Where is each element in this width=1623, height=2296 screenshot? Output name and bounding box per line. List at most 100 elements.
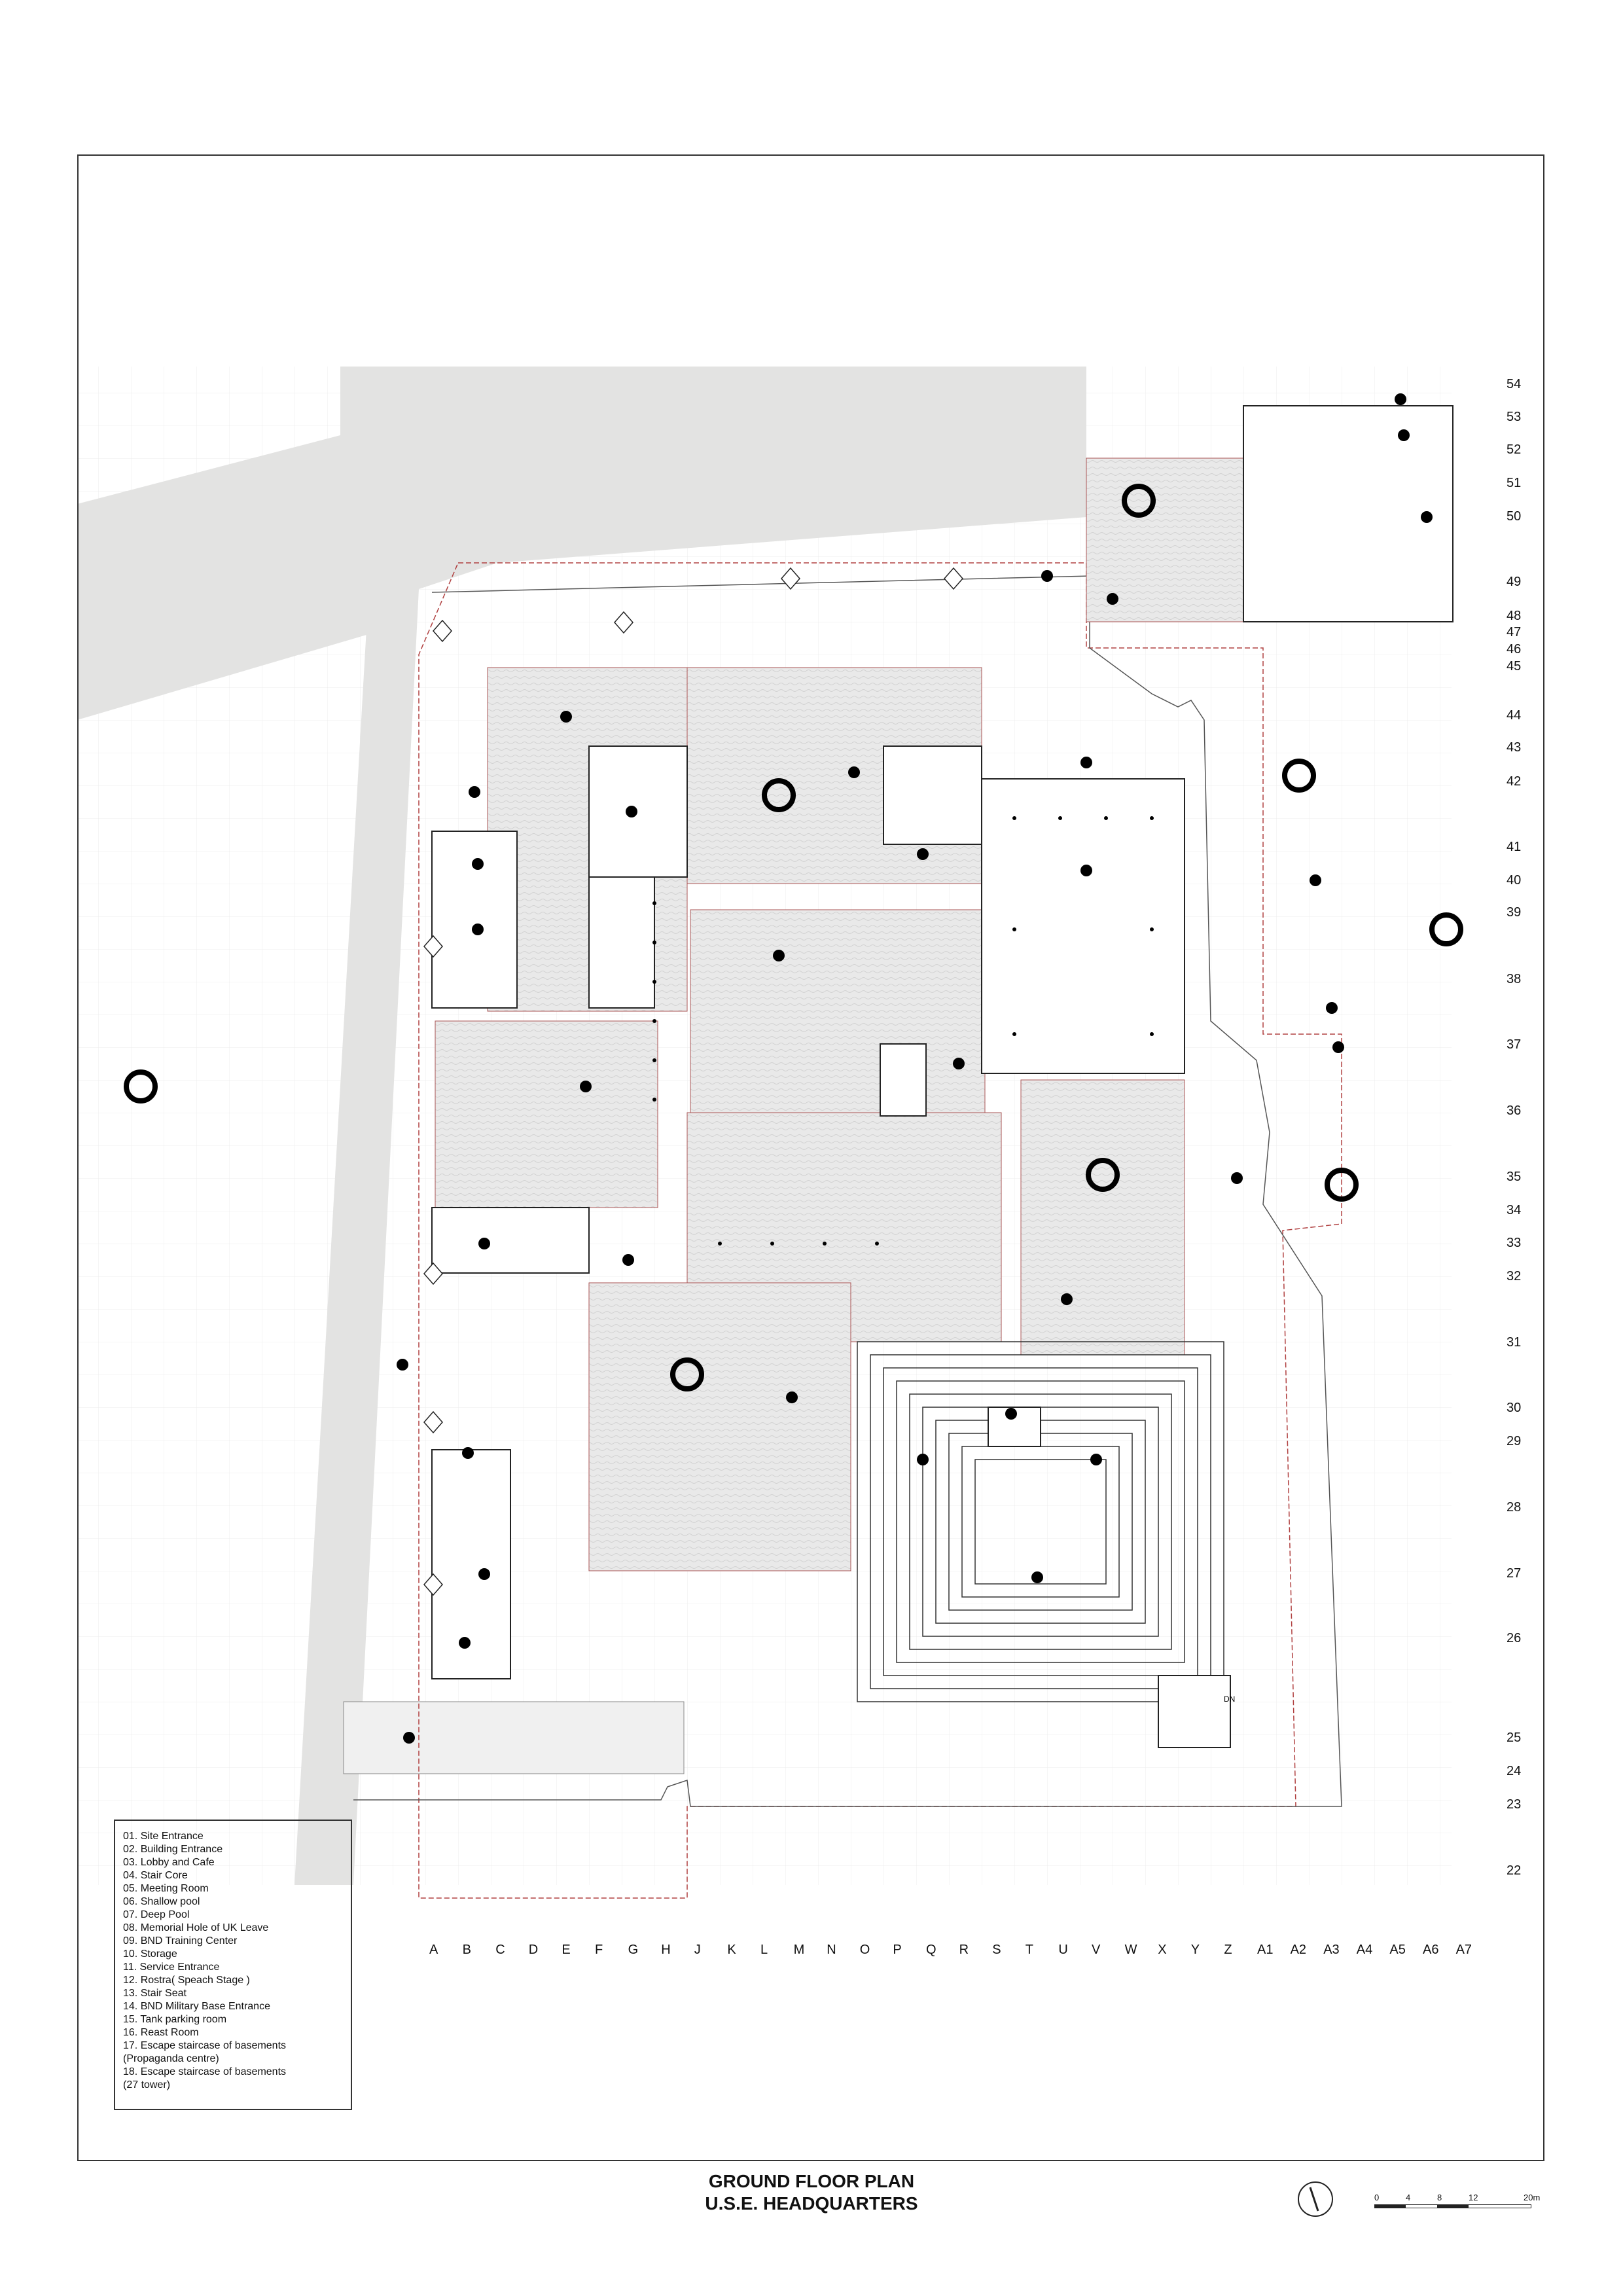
grid-column-label: F xyxy=(595,1943,603,1957)
legend-item: 14. BND Military Base Entrance xyxy=(123,2001,270,2012)
scale-bar-label: 8 xyxy=(1437,2193,1442,2202)
scale-bar-label: 20m xyxy=(1524,2193,1541,2202)
grid-column-label: A4 xyxy=(1356,1943,1373,1957)
grid-column-label: B xyxy=(462,1943,471,1957)
grid-column-label: L xyxy=(760,1943,768,1957)
grid-column-label: D xyxy=(528,1943,539,1957)
legend-item: 11. Service Entrance xyxy=(123,1962,220,1973)
title-line-1: GROUND FLOOR PLAN xyxy=(708,2171,915,2191)
grid-column-label: O xyxy=(859,1943,870,1957)
grid-row-label: 45 xyxy=(1507,659,1522,673)
grid-column-label: J xyxy=(694,1943,701,1957)
road-south xyxy=(343,1701,685,1774)
scale-bar-label: 12 xyxy=(1469,2193,1478,2202)
scale-bar-label: 4 xyxy=(1406,2193,1411,2202)
legend-item: (27 tower) xyxy=(123,2079,171,2090)
grid-column-label: A7 xyxy=(1455,1943,1472,1957)
legend-item: 12. Rostra( Speach Stage ) xyxy=(123,1975,250,1986)
grid-column-label: M xyxy=(793,1943,805,1957)
grid-row-label: 49 xyxy=(1507,575,1522,589)
grid-row-label: 46 xyxy=(1507,642,1522,656)
grid-row-label: 36 xyxy=(1507,1103,1522,1118)
legend-item: 16. Reast Room xyxy=(123,2027,199,2038)
grid-row-label: 38 xyxy=(1507,972,1522,986)
grid-row-label: 25 xyxy=(1507,1731,1522,1745)
grid-row-label: 53 xyxy=(1507,410,1522,424)
grid-column-label: V xyxy=(1092,1943,1101,1957)
memorial-hole xyxy=(1325,1168,1359,1202)
stair-core-3 xyxy=(883,745,982,845)
grid-column-label: T xyxy=(1025,1943,1034,1957)
grid-row-label: 30 xyxy=(1507,1401,1522,1415)
legend-item: 07. Deep Pool xyxy=(123,1909,190,1920)
stair-core-1 xyxy=(880,1043,927,1117)
grid-row-label: 34 xyxy=(1507,1203,1522,1217)
grid-row-label: 35 xyxy=(1507,1170,1522,1184)
grid-column-label: K xyxy=(727,1943,736,1957)
grid-row-label: 28 xyxy=(1507,1500,1522,1515)
room-tags xyxy=(397,393,1433,1744)
building-blocks xyxy=(431,405,1454,1679)
legend-item: 15. Tank parking room xyxy=(123,2014,227,2025)
grid-column-label: S xyxy=(992,1943,1001,1957)
grid-column-label: C xyxy=(495,1943,505,1957)
scale-bar-label: 0 xyxy=(1374,2193,1380,2202)
grid-column-label: H xyxy=(661,1943,671,1957)
grid-row-label: 42 xyxy=(1507,774,1522,789)
grid-row-label: 51 xyxy=(1507,476,1522,490)
scale-bar: 0 4 8 12 20m xyxy=(1374,2193,1544,2219)
memorial-hole xyxy=(670,1357,704,1391)
legend-item: 02. Building Entrance xyxy=(123,1844,223,1855)
drawing-title: GROUND FLOOR PLAN U.S.E. HEADQUARTERS xyxy=(0,2170,1623,2215)
grid-row-label: 24 xyxy=(1507,1764,1522,1778)
legend-item: 05. Meeting Room xyxy=(123,1883,209,1894)
grid-column-label: W xyxy=(1124,1943,1137,1957)
stair-dn-label: DN xyxy=(1224,1695,1235,1704)
legend-item: 13. Stair Seat xyxy=(123,1988,187,1999)
legend-item: 08. Memorial Hole of UK Leave xyxy=(123,1922,269,1933)
title-line-2: U.S.E. HEADQUARTERS xyxy=(705,2193,918,2214)
lobby-cafe-block xyxy=(981,778,1185,1074)
grid-column-label: U xyxy=(1058,1943,1068,1957)
legend-item: 10. Storage xyxy=(123,1948,177,1960)
stair-core-2 xyxy=(588,876,655,1009)
pool-east xyxy=(1020,1079,1185,1355)
grid-row-label: 48 xyxy=(1507,609,1522,623)
service-block xyxy=(431,1449,511,1679)
legend-item: 06. Shallow pool xyxy=(123,1896,200,1907)
legend-item: (Propaganda centre) xyxy=(123,2053,219,2064)
grid-column-label: A2 xyxy=(1290,1943,1307,1957)
grid-column-label: Z xyxy=(1224,1943,1232,1957)
pool-southwest xyxy=(588,1282,851,1571)
grid-column-label: E xyxy=(562,1943,571,1957)
grid-row-label: 32 xyxy=(1507,1269,1522,1283)
legend-item: 01. Site Entrance xyxy=(123,1831,204,1842)
sheet-frame xyxy=(77,154,1544,2161)
stair-seat-amphitheatre xyxy=(857,1341,1224,1702)
legend-item: 17. Escape staircase of basements xyxy=(123,2040,287,2051)
grid-row-label: 54 xyxy=(1507,377,1522,391)
grid-row-label: 40 xyxy=(1507,873,1522,888)
grid-column-label: X xyxy=(1158,1943,1167,1957)
grid-column-label: R xyxy=(959,1943,969,1957)
grid-row-label: 37 xyxy=(1507,1037,1522,1052)
grid-row-label: 33 xyxy=(1507,1236,1522,1250)
grid-row-label: 43 xyxy=(1507,740,1522,755)
grid-row-label: 27 xyxy=(1507,1566,1522,1581)
grid-column-label: A1 xyxy=(1257,1943,1274,1957)
road-west xyxy=(294,589,419,1885)
grid-column-label: A xyxy=(429,1943,438,1957)
legend-item: 18. Escape staircase of basements xyxy=(123,2066,287,2077)
legend-item: 04. Stair Core xyxy=(123,1870,188,1881)
grid-column-label: A6 xyxy=(1423,1943,1439,1957)
memorial-hole xyxy=(1122,484,1156,518)
memorial-hole xyxy=(124,1069,158,1103)
legend-item: 03. Lobby and Cafe xyxy=(123,1857,215,1868)
memorial-hole xyxy=(762,778,796,812)
military-entrance-block xyxy=(1243,405,1454,622)
memorial-hole xyxy=(1282,759,1316,793)
grid-row-label: 29 xyxy=(1507,1434,1522,1448)
north-arrow-icon xyxy=(1298,2181,1333,2217)
plaza-outline xyxy=(353,575,1342,1807)
